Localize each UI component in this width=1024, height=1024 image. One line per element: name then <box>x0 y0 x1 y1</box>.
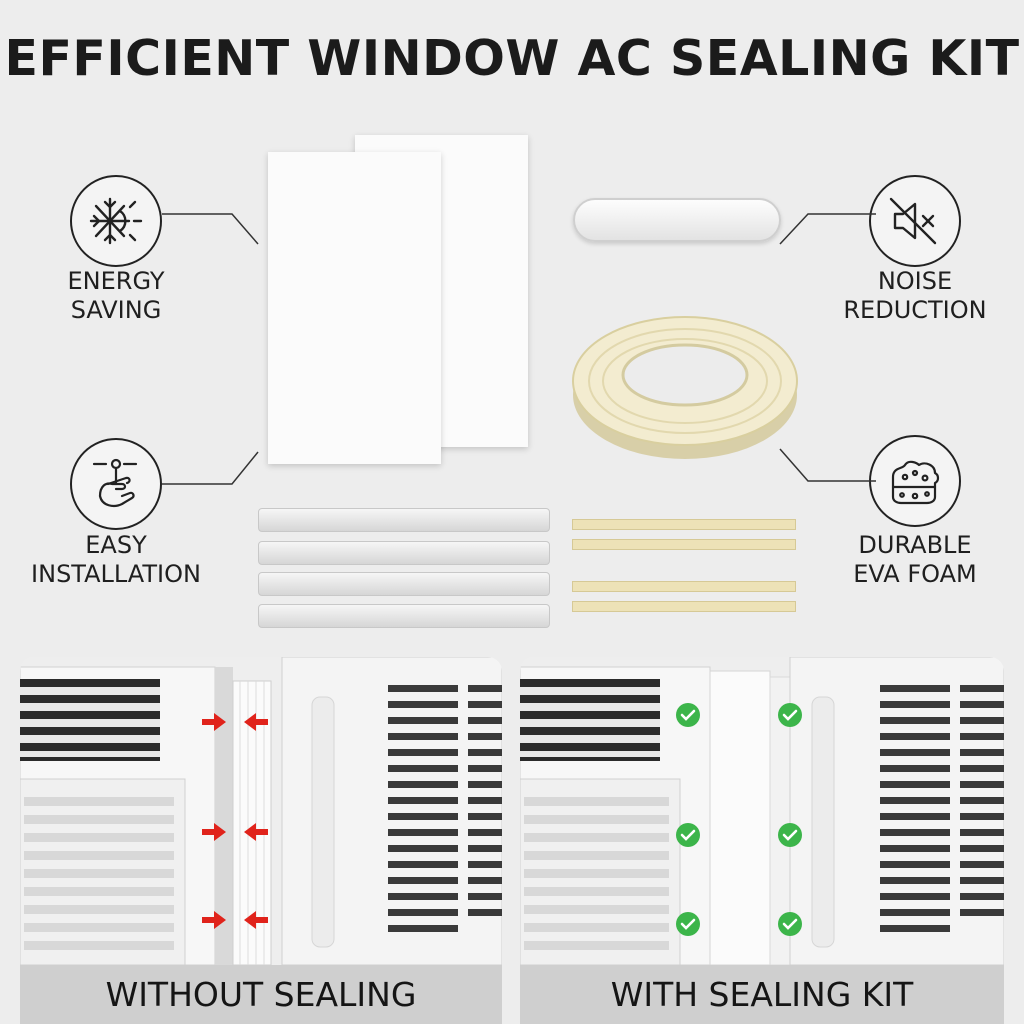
u-channel-strip <box>258 604 550 628</box>
speaker-mute-icon <box>889 197 937 245</box>
u-channel-strip <box>258 572 550 596</box>
air-leak-arrows <box>202 713 268 929</box>
connector-line <box>779 213 876 245</box>
connector-line <box>162 213 259 245</box>
weather-strip-roll <box>573 198 781 242</box>
energy-saving-label: ENERGY SAVING <box>67 267 165 324</box>
energy-saving-badge <box>70 175 162 267</box>
foam-strip <box>572 539 796 550</box>
foam-strip <box>572 581 796 592</box>
without-sealing-caption: WITHOUT SEALING <box>20 965 502 1024</box>
foam-strip <box>572 519 796 530</box>
durable-foam-badge <box>869 435 961 527</box>
noise-reduction-label: NOISE REDUCTION <box>843 267 987 324</box>
u-channel-strip <box>258 508 550 532</box>
foam-tape-roll <box>572 316 798 459</box>
sealed-check-marks <box>676 703 802 936</box>
page-title: EFFICIENT WINDOW AC SEALING KIT <box>4 30 1020 87</box>
snowflake-sun-icon <box>89 197 143 245</box>
with-sealing-photo <box>520 657 1004 965</box>
durable-foam-label: DURABLE EVA FOAM <box>853 531 977 588</box>
easy-installation-label: EASY INSTALLATION <box>31 531 201 588</box>
connector-line <box>779 448 876 482</box>
with-sealing-caption: WITH SEALING KIT <box>520 965 1004 1024</box>
u-channel-strip <box>258 541 550 565</box>
foam-strip <box>572 601 796 612</box>
noise-reduction-badge <box>869 175 961 267</box>
hand-tool-icon <box>92 458 138 507</box>
easy-installation-badge <box>70 438 162 530</box>
insulation-panel-front <box>268 152 441 464</box>
connector-line <box>162 451 259 485</box>
foam-sponge-icon <box>891 460 940 505</box>
without-sealing-photo <box>20 657 502 965</box>
